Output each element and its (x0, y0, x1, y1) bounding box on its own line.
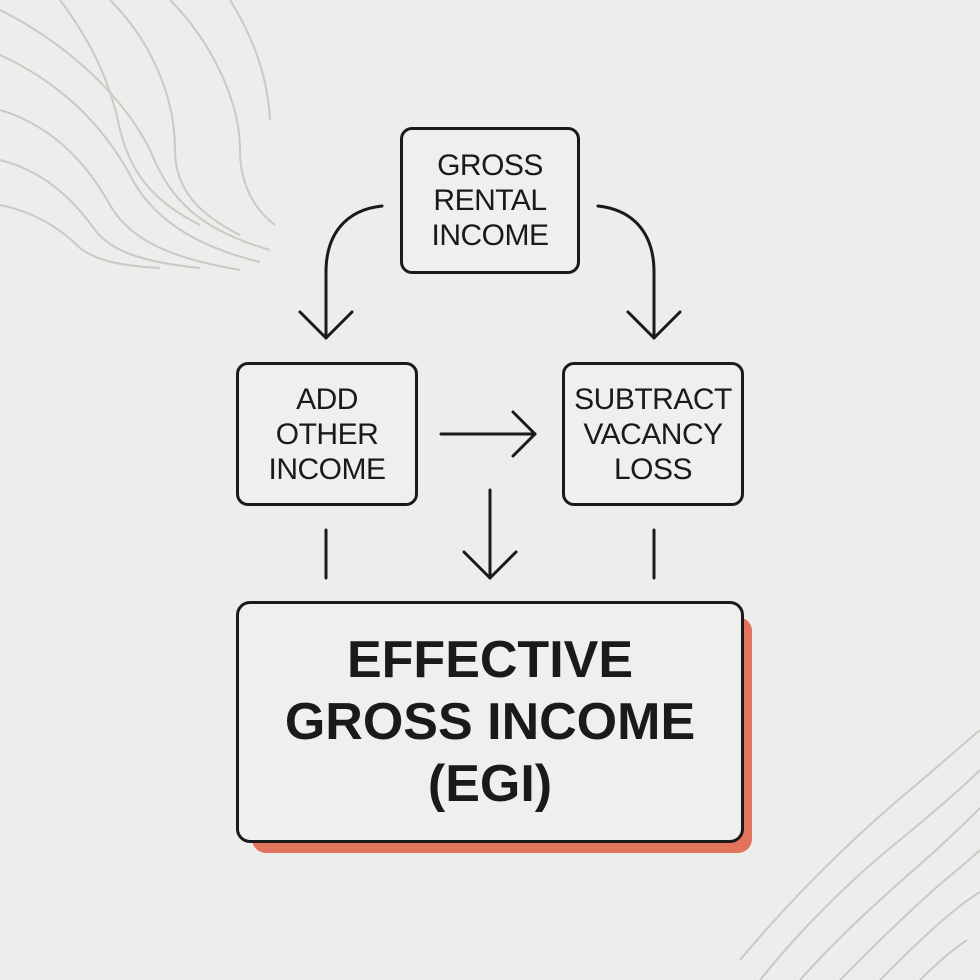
subtract-vacancy-loss-box: SUBTRACT VACANCY LOSS (562, 362, 744, 506)
subtract-vacancy-loss-line-1: SUBTRACT (574, 382, 732, 416)
arrowhead-right (626, 310, 682, 340)
gross-rental-income-line-3: INCOME (431, 219, 550, 252)
effective-gross-income-box: EFFECTIVE GROSS INCOME (EGI) (236, 601, 744, 843)
arrowhead-down-center (462, 550, 518, 580)
arrowhead-left (298, 310, 354, 340)
gross-rental-income-box: GROSS RENTAL INCOME (400, 127, 580, 274)
gross-rental-income-line-2: RENTAL (433, 184, 547, 217)
add-other-income-line-1: ADD (296, 382, 358, 416)
add-other-income-box: ADD OTHER INCOME (236, 362, 418, 506)
effective-gross-income-line-1: EFFECTIVE (346, 631, 634, 689)
subtract-vacancy-loss-line-2: VACANCY (583, 417, 723, 451)
subtract-vacancy-loss-line-3: LOSS (613, 452, 693, 486)
add-other-income-line-2: OTHER (275, 417, 379, 451)
curved-arrow-left (324, 204, 384, 340)
curved-arrow-right (596, 204, 656, 340)
add-other-income-line-3: INCOME (268, 452, 387, 486)
effective-gross-income-line-3: (EGI) (427, 755, 553, 813)
effective-gross-income-line-2: GROSS INCOME (284, 693, 696, 751)
gross-rental-income-line-1: GROSS (437, 149, 543, 182)
arrowhead-add-to-subtract (511, 410, 537, 458)
